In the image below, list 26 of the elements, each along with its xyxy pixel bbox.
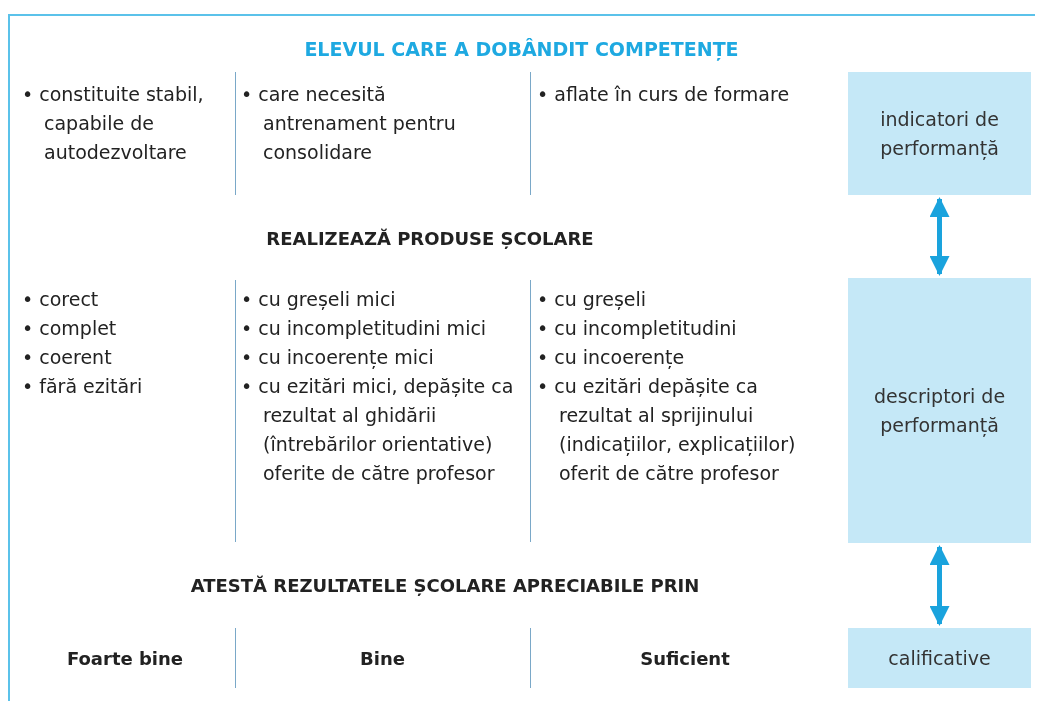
- section-heading: REALIZEAZĂ PRODUSE ȘCOLARE: [265, 228, 595, 249]
- label-box: indicatori de performanță: [848, 72, 1031, 195]
- heading: ELEVUL CARE A DOBÂNDIT COMPETENȚE: [303, 38, 740, 60]
- double-arrow: [929, 545, 950, 626]
- list-item: • cu ezitări mici, depășite ca rezultat al ghidării (întrebărilor orientative) oferite de către profesor: [241, 374, 515, 486]
- list-item: • cu incoerențe: [537, 345, 686, 371]
- list-item: • cu greșeli: [537, 287, 648, 312]
- grade-label: Bine: [359, 648, 406, 669]
- grade-label: Suficient: [639, 648, 731, 669]
- list-item: • complet: [22, 316, 118, 341]
- section-heading: ATESTĂ REZULTATELE ȘCOLARE APRECIABILE PRIN: [189, 575, 701, 596]
- list-item: • cu greșeli mici: [241, 287, 397, 312]
- grade-label: Foarte bine: [65, 648, 185, 669]
- list-item: • constituite stabil, capabile de autodezvoltare: [22, 82, 205, 165]
- list-item: • aflate în curs de formare: [537, 82, 791, 107]
- list-item: • cu incoerențe mici: [241, 345, 435, 371]
- list-item: • fără ezitări: [22, 374, 144, 399]
- list-item: • cu ezitări depășite ca rezultat al sprijinului (indicațiilor, explicațiilor) oferit de către profesor: [537, 374, 797, 486]
- list-item: • care necesită antrenament pentru consolidare: [241, 82, 457, 165]
- label-box: calificative: [848, 628, 1031, 688]
- label-box: descriptori de performanță: [848, 278, 1031, 543]
- list-item: • corect: [22, 287, 100, 312]
- list-item: • cu incompletitudini: [537, 316, 738, 341]
- list-item: • coerent: [22, 345, 113, 370]
- list-item: • cu incompletitudini mici: [241, 316, 488, 341]
- double-arrow: [929, 197, 950, 276]
